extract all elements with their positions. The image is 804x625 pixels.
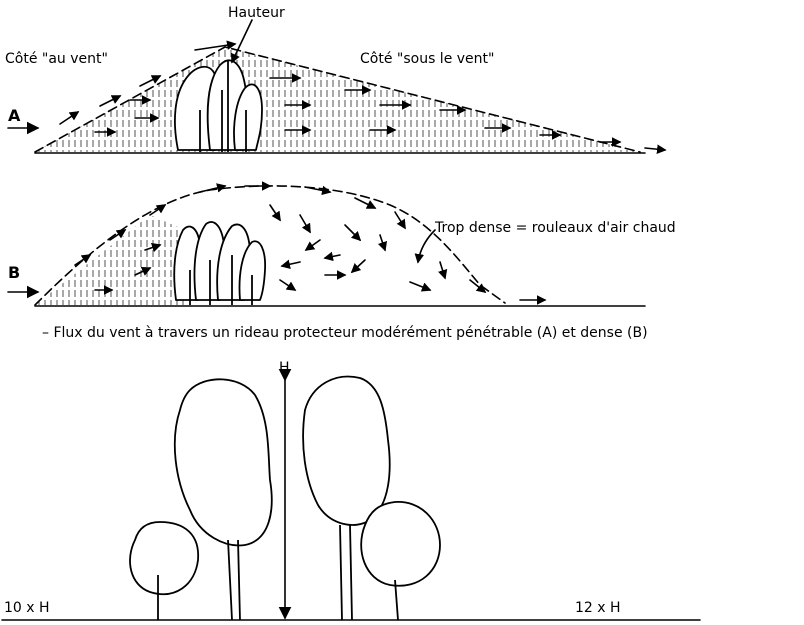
wind-envelope-b [34,185,506,306]
height-symbol: H [279,360,290,376]
marker-b: B [8,263,20,282]
diagram-b: Trop dense = rouleaux d'air chaud B [7,181,676,307]
windward-label: Côté "au vent" [5,51,108,67]
tree-tall-right [302,375,391,621]
wind-arrows-b [7,181,547,305]
wind-arrows-a [7,40,667,154]
wind-shadow-region-b [35,215,185,305]
height-pointer [231,19,253,64]
windbreak-trees-b [173,221,266,305]
wind-envelope-a [34,46,641,153]
wind-shadow-region-a [35,47,640,152]
tree-tall-left [173,378,273,621]
tree-small-left [129,521,199,620]
left-distance-label: 10 x H [4,600,50,616]
dense-annotation: Trop dense = rouleaux d'air chaud [434,220,676,236]
windbreak-trees-a [174,59,263,152]
right-distance-label: 12 x H [575,600,621,616]
marker-a: A [8,106,21,125]
figure-caption: – Flux du vent à travers un rideau prote… [42,325,648,341]
annotation-pointer [414,229,436,264]
diagram-c: H 10 x H 12 x H [1,360,701,621]
height-label: Hauteur [228,5,285,21]
diagram-a: Hauteur Côté "au vent" Côté "sous le ven… [5,5,667,154]
tree-medium-right [360,501,441,621]
leeward-label: Côté "sous le vent" [360,51,494,67]
